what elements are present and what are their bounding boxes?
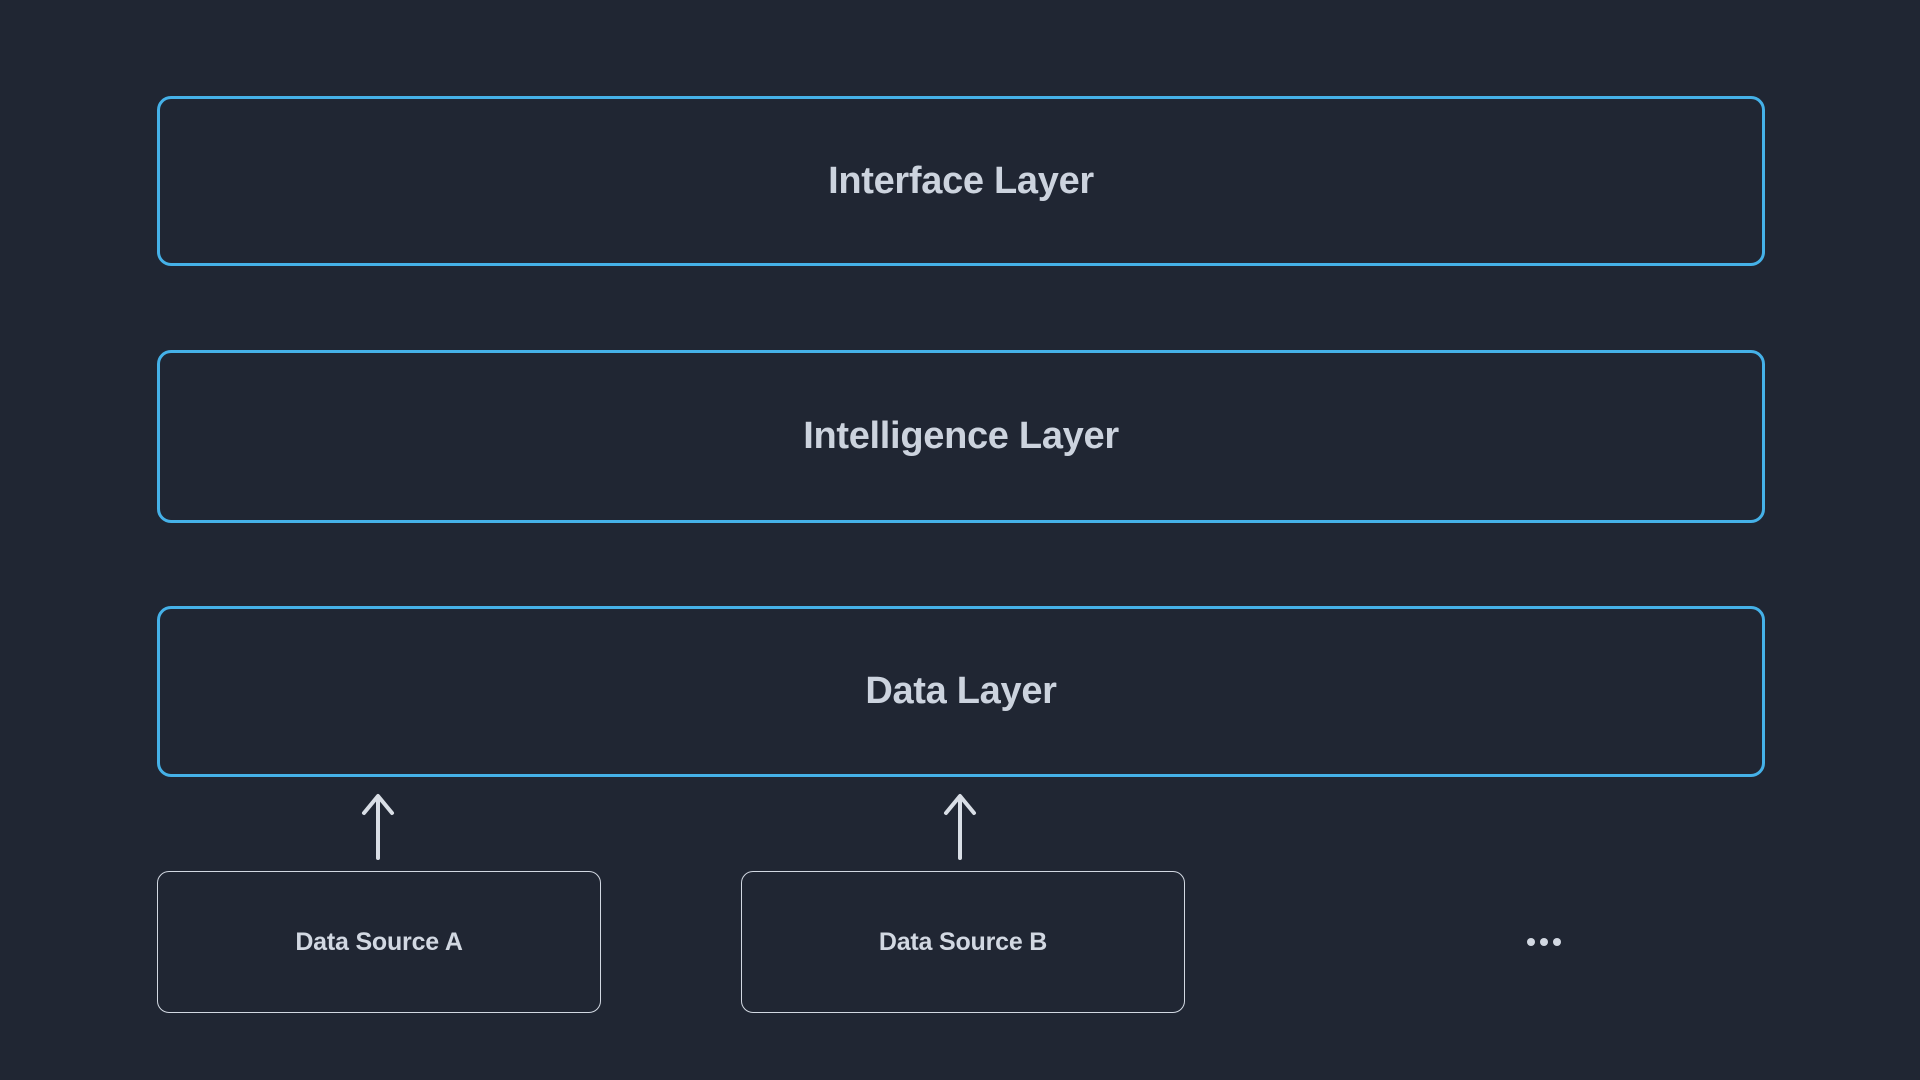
- layer-box-data: Data Layer: [157, 606, 1765, 777]
- ellipsis-dot: [1527, 938, 1535, 946]
- source-box-b: Data Source B: [741, 871, 1185, 1013]
- layer-label-interface: Interface Layer: [828, 159, 1094, 202]
- ellipsis-dot: [1540, 938, 1548, 946]
- layer-box-interface: Interface Layer: [157, 96, 1765, 266]
- arrow-up-icon: [944, 794, 976, 860]
- layer-label-data: Data Layer: [865, 670, 1057, 712]
- layer-label-intelligence: Intelligence Layer: [803, 415, 1119, 457]
- source-box-a: Data Source A: [157, 871, 601, 1013]
- layer-box-intelligence: Intelligence Layer: [157, 350, 1765, 523]
- ellipsis-icon: [1323, 871, 1765, 1013]
- source-label-b: Data Source B: [878, 927, 1048, 956]
- source-label-a: Data Source A: [295, 927, 463, 956]
- ellipsis-dot: [1553, 938, 1561, 946]
- arrow-up-icon: [362, 794, 394, 860]
